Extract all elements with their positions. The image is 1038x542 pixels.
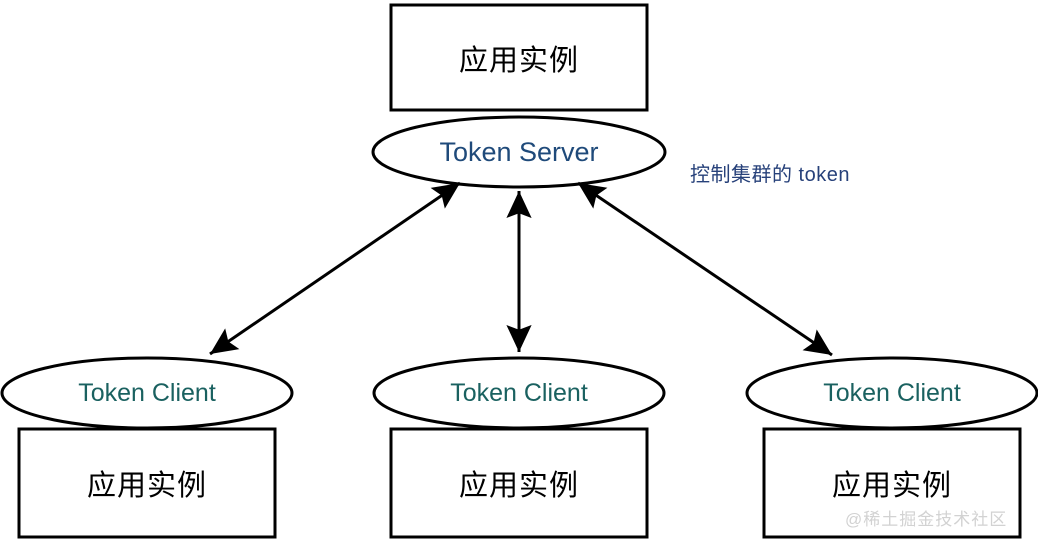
watermark-label: @稀土掘金技术社区 bbox=[845, 510, 1008, 529]
edge-server-client-left bbox=[209, 181, 461, 356]
server-ellipse-shape bbox=[371, 115, 667, 189]
server-note-annotation: 控制集群的 token bbox=[690, 164, 850, 186]
client-left-app-box-shape bbox=[17, 427, 277, 539]
server-app-box-shape bbox=[389, 3, 649, 112]
edge-server-client-right bbox=[577, 181, 833, 357]
client-middle-ellipse-shape bbox=[372, 356, 666, 430]
client-left-ellipse-shape bbox=[0, 356, 294, 430]
client-right-ellipse-shape bbox=[745, 356, 1038, 430]
client-right-app-box-shape bbox=[762, 427, 1022, 539]
client-middle-app-box-shape bbox=[389, 427, 649, 539]
